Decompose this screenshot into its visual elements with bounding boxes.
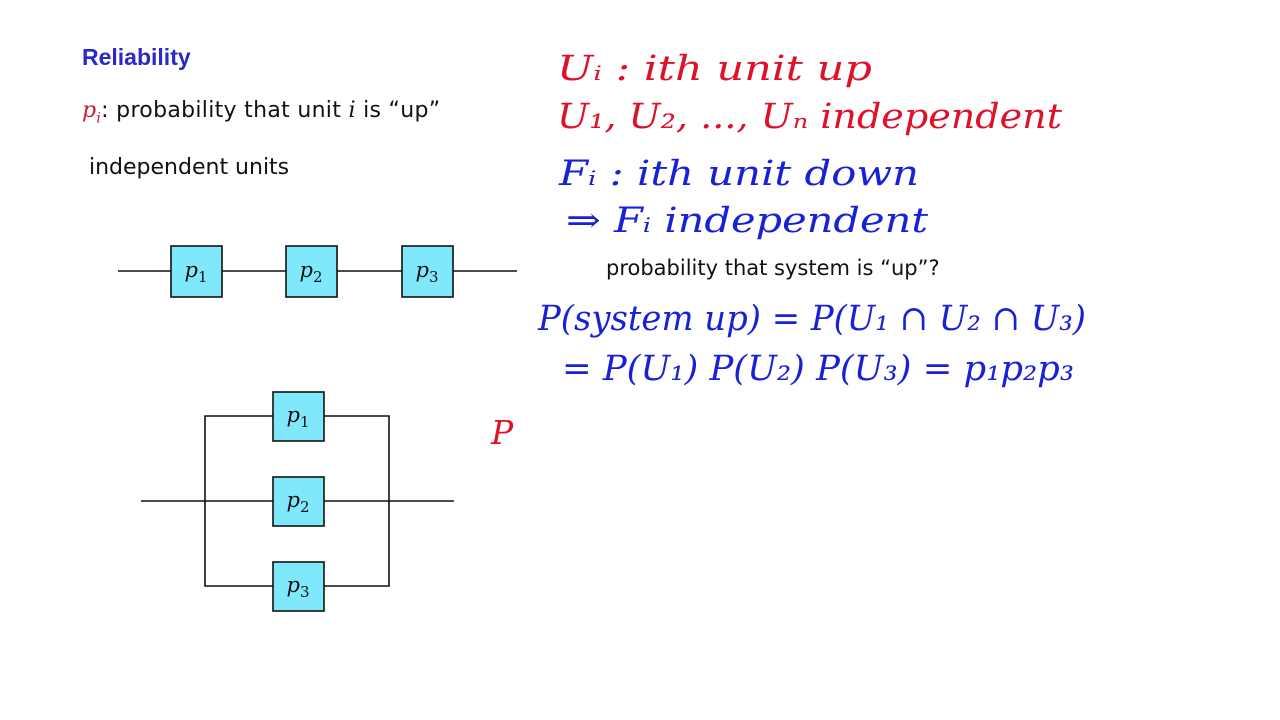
unit-variable: i — [348, 98, 356, 123]
parallel-unit-2: p2 — [272, 476, 325, 527]
assumption-text: independent units — [89, 155, 290, 180]
svg-text:p3: p3 — [287, 573, 310, 601]
handwritten-note-blue-1: Fᵢ : ith unit down — [558, 154, 919, 194]
definition-line: pi: probability that unit i is “up” — [82, 98, 440, 126]
svg-text:p1: p1 — [287, 403, 310, 431]
handwritten-equation-2: = P(U₁) P(U₂) P(U₃) = p₁p₂p₃ — [562, 349, 1074, 389]
p-i-symbol: pi — [82, 98, 102, 127]
parallel-unit-3: p3 — [272, 561, 325, 612]
handwritten-note-blue-2: ⇒ Fᵢ independent — [566, 201, 929, 241]
handwritten-partial-p: P — [490, 413, 514, 452]
series-unit-1: p1 — [170, 245, 223, 298]
definition-text: : probability that unit — [101, 98, 349, 123]
svg-text:p2: p2 — [300, 258, 323, 286]
handwritten-note-red-1: Uᵢ : ith unit up — [557, 49, 872, 89]
svg-text:p3: p3 — [416, 258, 439, 286]
parallel-unit-1: p1 — [272, 391, 325, 442]
handwritten-equation-1: P(system up) = P(U₁ ∩ U₂ ∩ U₃) — [537, 299, 1086, 339]
handwritten-note-red-2: U₁, U₂, ..., Uₙ independent — [557, 97, 1063, 137]
svg-text:p2: p2 — [287, 488, 310, 516]
question-text: probability that system is “up”? — [606, 256, 940, 280]
definition-text-end: is “up” — [355, 98, 441, 123]
series-unit-3: p3 — [401, 245, 454, 298]
slide-title: Reliability — [82, 44, 191, 70]
svg-text:p1: p1 — [185, 258, 208, 286]
series-unit-2: p2 — [285, 245, 338, 298]
